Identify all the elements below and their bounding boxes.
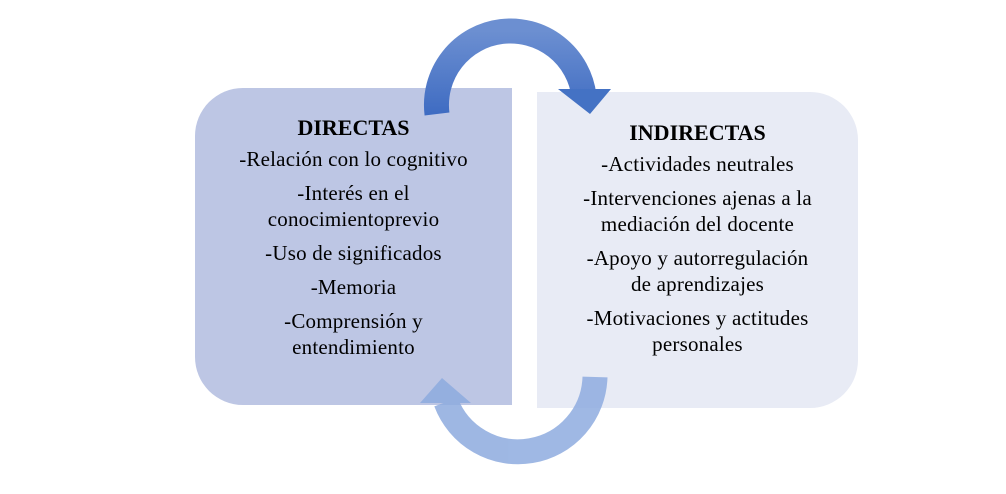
- indirectas-box: INDIRECTAS -Actividades neutrales -Inter…: [537, 92, 858, 408]
- directas-item: -Memoria: [310, 275, 397, 299]
- indirectas-item: -Actividades neutrales: [601, 152, 794, 176]
- directas-item: -Relación con lo cognitivo: [239, 147, 468, 171]
- indirectas-title: INDIRECTAS: [629, 120, 766, 145]
- bottom-curved-arrow-icon: [420, 376, 608, 465]
- directas-item: -Uso de significados: [265, 241, 442, 265]
- directas-box: DIRECTAS -Relación con lo cognitivo -Int…: [195, 88, 512, 405]
- top-curved-arrow-icon: [423, 18, 611, 116]
- directas-title: DIRECTAS: [297, 115, 410, 140]
